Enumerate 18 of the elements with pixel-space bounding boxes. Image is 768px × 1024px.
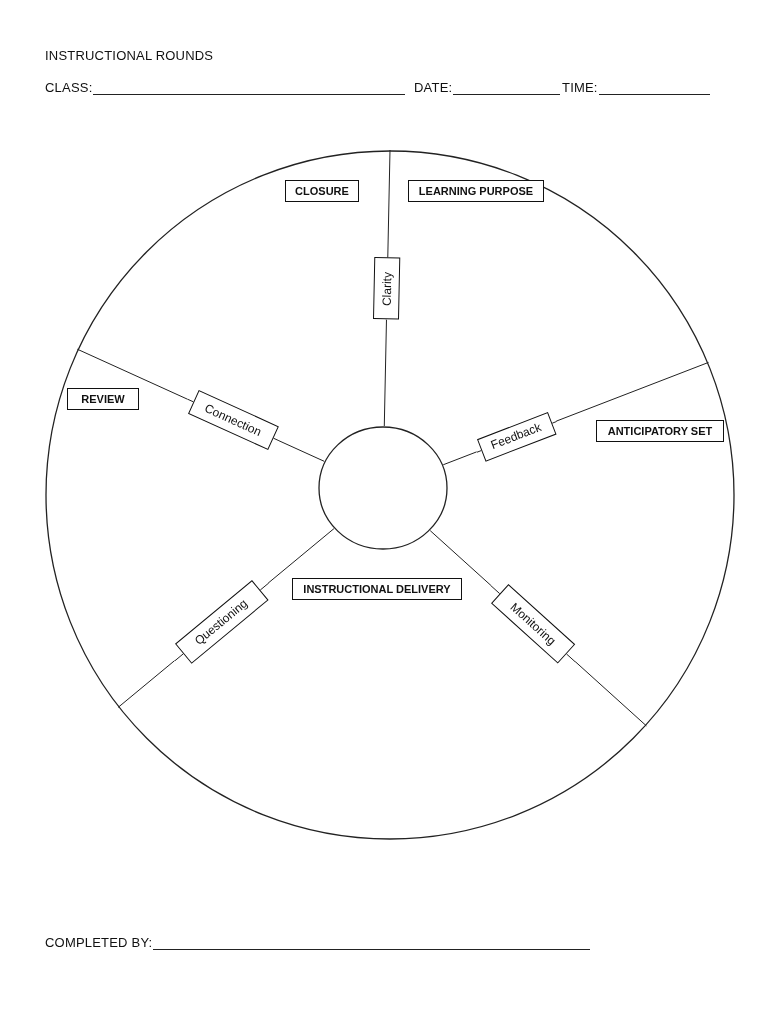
spoke-line [383, 319, 387, 427]
wheel-circle [45, 150, 735, 840]
spoke-line [278, 440, 325, 462]
field-label: DATE: [414, 80, 453, 95]
spoke-line [429, 530, 492, 587]
field-label: COMPLETED BY: [45, 935, 153, 950]
section-label: CLOSURE [285, 180, 359, 202]
title: INSTRUCTIONAL ROUNDS [45, 48, 214, 63]
spoke-line [442, 451, 478, 466]
section-label: REVIEW [67, 388, 139, 410]
spoke-label: Clarity [373, 257, 401, 320]
section-label: LEARNING PURPOSE [408, 180, 544, 202]
hub-circle [318, 426, 448, 550]
section-label: ANTICIPATORY SET [596, 420, 724, 442]
spoke-line [267, 528, 335, 584]
field-label: CLASS: [45, 80, 93, 95]
section-label: INSTRUCTIONAL DELIVERY [292, 578, 462, 600]
field-label: TIME: [562, 80, 598, 95]
